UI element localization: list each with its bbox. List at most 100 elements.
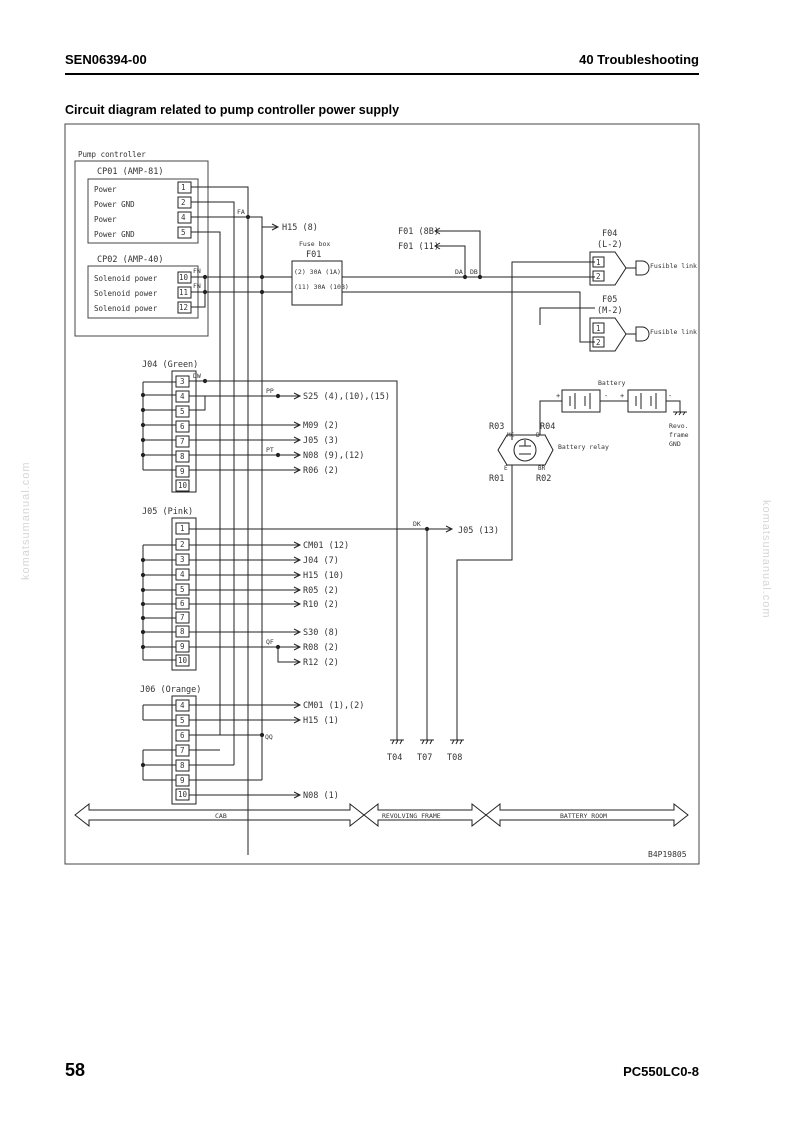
pin-number: 5 [180, 407, 185, 416]
connector-ref: CM01 (1),(2) [303, 701, 364, 711]
ground-points: T04 T07 T08 [387, 739, 464, 763]
connector-ref: H15 (1) [303, 716, 339, 726]
battery-terminal: + [620, 392, 624, 400]
fuse-box-name: F01 [306, 250, 321, 260]
pin-number: 8 [180, 452, 185, 461]
connector-ref: N08 (9),(12) [303, 451, 364, 461]
wire-code: FN [193, 282, 201, 290]
pin-number: 10 [178, 790, 188, 799]
connector-ref: H15 (10) [303, 571, 344, 581]
wire-code: DB [470, 268, 478, 276]
pin-number: 10 [178, 481, 188, 490]
document-id: SEN06394-00 [65, 52, 147, 67]
pin-number: 2 [596, 338, 601, 347]
page-number: 58 [65, 1060, 86, 1080]
wire-code: QF [266, 638, 274, 646]
cp01-label: CP01 (AMP-81) [97, 167, 164, 177]
pin-number: 3 [180, 555, 185, 564]
cp01-pin-name: Power GND [94, 230, 135, 239]
pin-number: 4 [180, 570, 185, 579]
wire-code: QQ [265, 733, 273, 741]
fuse-box-f01: Fuse box F01 (2) 30A (1A) (11) 30A (10B) [291, 240, 349, 306]
connector-ref: F01 (8B) [398, 227, 439, 237]
connector-j04: J04 (Green) 3 4 5 6 7 8 9 10 DW PP PT S2… [140, 360, 398, 740]
cp01-pin-name: Power GND [94, 200, 135, 209]
section-name: 40 Troubleshooting [579, 52, 699, 67]
wire-code: PP [266, 387, 274, 395]
connector-ref: R08 (2) [303, 643, 339, 653]
battery-terminal: + [556, 392, 560, 400]
pin-number: 2 [180, 540, 185, 549]
pin-number: 8 [180, 627, 185, 636]
connector-ref: R05 (2) [303, 586, 339, 596]
connector-ref: S30 (8) [303, 628, 339, 638]
pin-number: 1 [596, 258, 601, 267]
pin-number: 9 [180, 467, 185, 476]
connector-ref: R12 (2) [303, 658, 339, 668]
battery-relay: R03 R04 MC B E BR Battery relay R01 R02 [456, 422, 609, 740]
fuse-name: F05 [602, 295, 617, 305]
connector-ref: R10 (2) [303, 600, 339, 610]
wire-code: FA [237, 208, 245, 216]
relay-terminal: MC [507, 432, 515, 439]
cp01-pin-name: Power [94, 185, 117, 194]
relay-terminal: B [536, 432, 540, 439]
pin-number: 12 [179, 303, 188, 312]
pin-number: 2 [181, 198, 186, 207]
connector-ref: M09 (2) [303, 421, 339, 431]
fuse-rating: (11) 30A (10B) [294, 283, 349, 291]
connector-ref: R06 (2) [303, 466, 339, 476]
connector-j05: J05 (Pink) 1 2 3 4 5 6 7 8 9 10 DK QF [140, 507, 499, 740]
zone-bar: CAB REVOLVING FRAME BATTERY ROOM [74, 802, 689, 828]
ground-label: Revo. [669, 422, 689, 430]
pin-number: 3 [180, 377, 185, 386]
cp02-pins: 10 11 12 [177, 271, 192, 314]
connector-ref: CM01 (12) [303, 541, 349, 551]
zone-label: CAB [215, 812, 227, 820]
fuse-spec: (L-2) [597, 240, 623, 250]
zone-label: REVOLVING FRAME [382, 812, 441, 820]
pin-number: 4 [180, 392, 185, 401]
zone-label: BATTERY ROOM [560, 812, 607, 820]
battery: Battery - + + - Revo. frame GND [539, 379, 689, 448]
pin-number: 10 [179, 273, 189, 282]
cp01-pins: 1 2 4 5 [177, 181, 192, 239]
pin-number: 11 [179, 288, 188, 297]
cp02-pin-name: Solenoid power [94, 289, 158, 298]
pin-number: 9 [180, 776, 185, 785]
connector-label: J04 (Green) [142, 360, 198, 370]
fuse-box-label: Fuse box [299, 240, 330, 248]
relay-terminal-ref: R04 [540, 422, 555, 432]
diagram-frame [64, 123, 700, 865]
cp02-label: CP02 (AMP-40) [97, 255, 164, 265]
fuse-spec: (M-2) [597, 306, 623, 316]
pin-number: 5 [180, 716, 185, 725]
page-title: Circuit diagram related to pump controll… [65, 103, 400, 117]
connector-j06: J06 (Orange) 4 5 6 7 8 9 10 QQ CM01 (1),… [140, 685, 364, 805]
pin-number: 4 [180, 701, 185, 710]
pin-number: 1 [181, 183, 186, 192]
connector-ref: J05 (3) [303, 436, 339, 446]
wire-code: DA [455, 268, 463, 276]
cp02-pin-name: Solenoid power [94, 304, 158, 313]
pin-number: 10 [178, 656, 188, 665]
model-name: PC550LC0-8 [623, 1064, 699, 1079]
connector-ref: J04 (7) [303, 556, 339, 566]
pump-controller-label: Pump controller [78, 150, 146, 159]
ground-ref: T04 [387, 753, 402, 763]
pin-number: 1 [596, 324, 601, 333]
pin-number: 5 [181, 228, 186, 237]
wire-code: DK [413, 520, 421, 528]
fuse-desc: Fusible link [650, 262, 697, 270]
connector-ref: S25 (4),(10),(15) [303, 392, 390, 402]
cp02-pin-name: Solenoid power [94, 274, 158, 283]
relay-terminal: BR [538, 465, 546, 472]
wire-code: FN [193, 267, 201, 275]
pin-number: 6 [180, 422, 185, 431]
pin-number: 6 [180, 731, 185, 740]
ground-ref: T08 [447, 753, 462, 763]
battery-terminal: - [604, 392, 608, 400]
pump-controller-box: Pump controller CP01 (AMP-81) Power Powe… [74, 150, 209, 337]
wire-code: DW [193, 372, 201, 380]
